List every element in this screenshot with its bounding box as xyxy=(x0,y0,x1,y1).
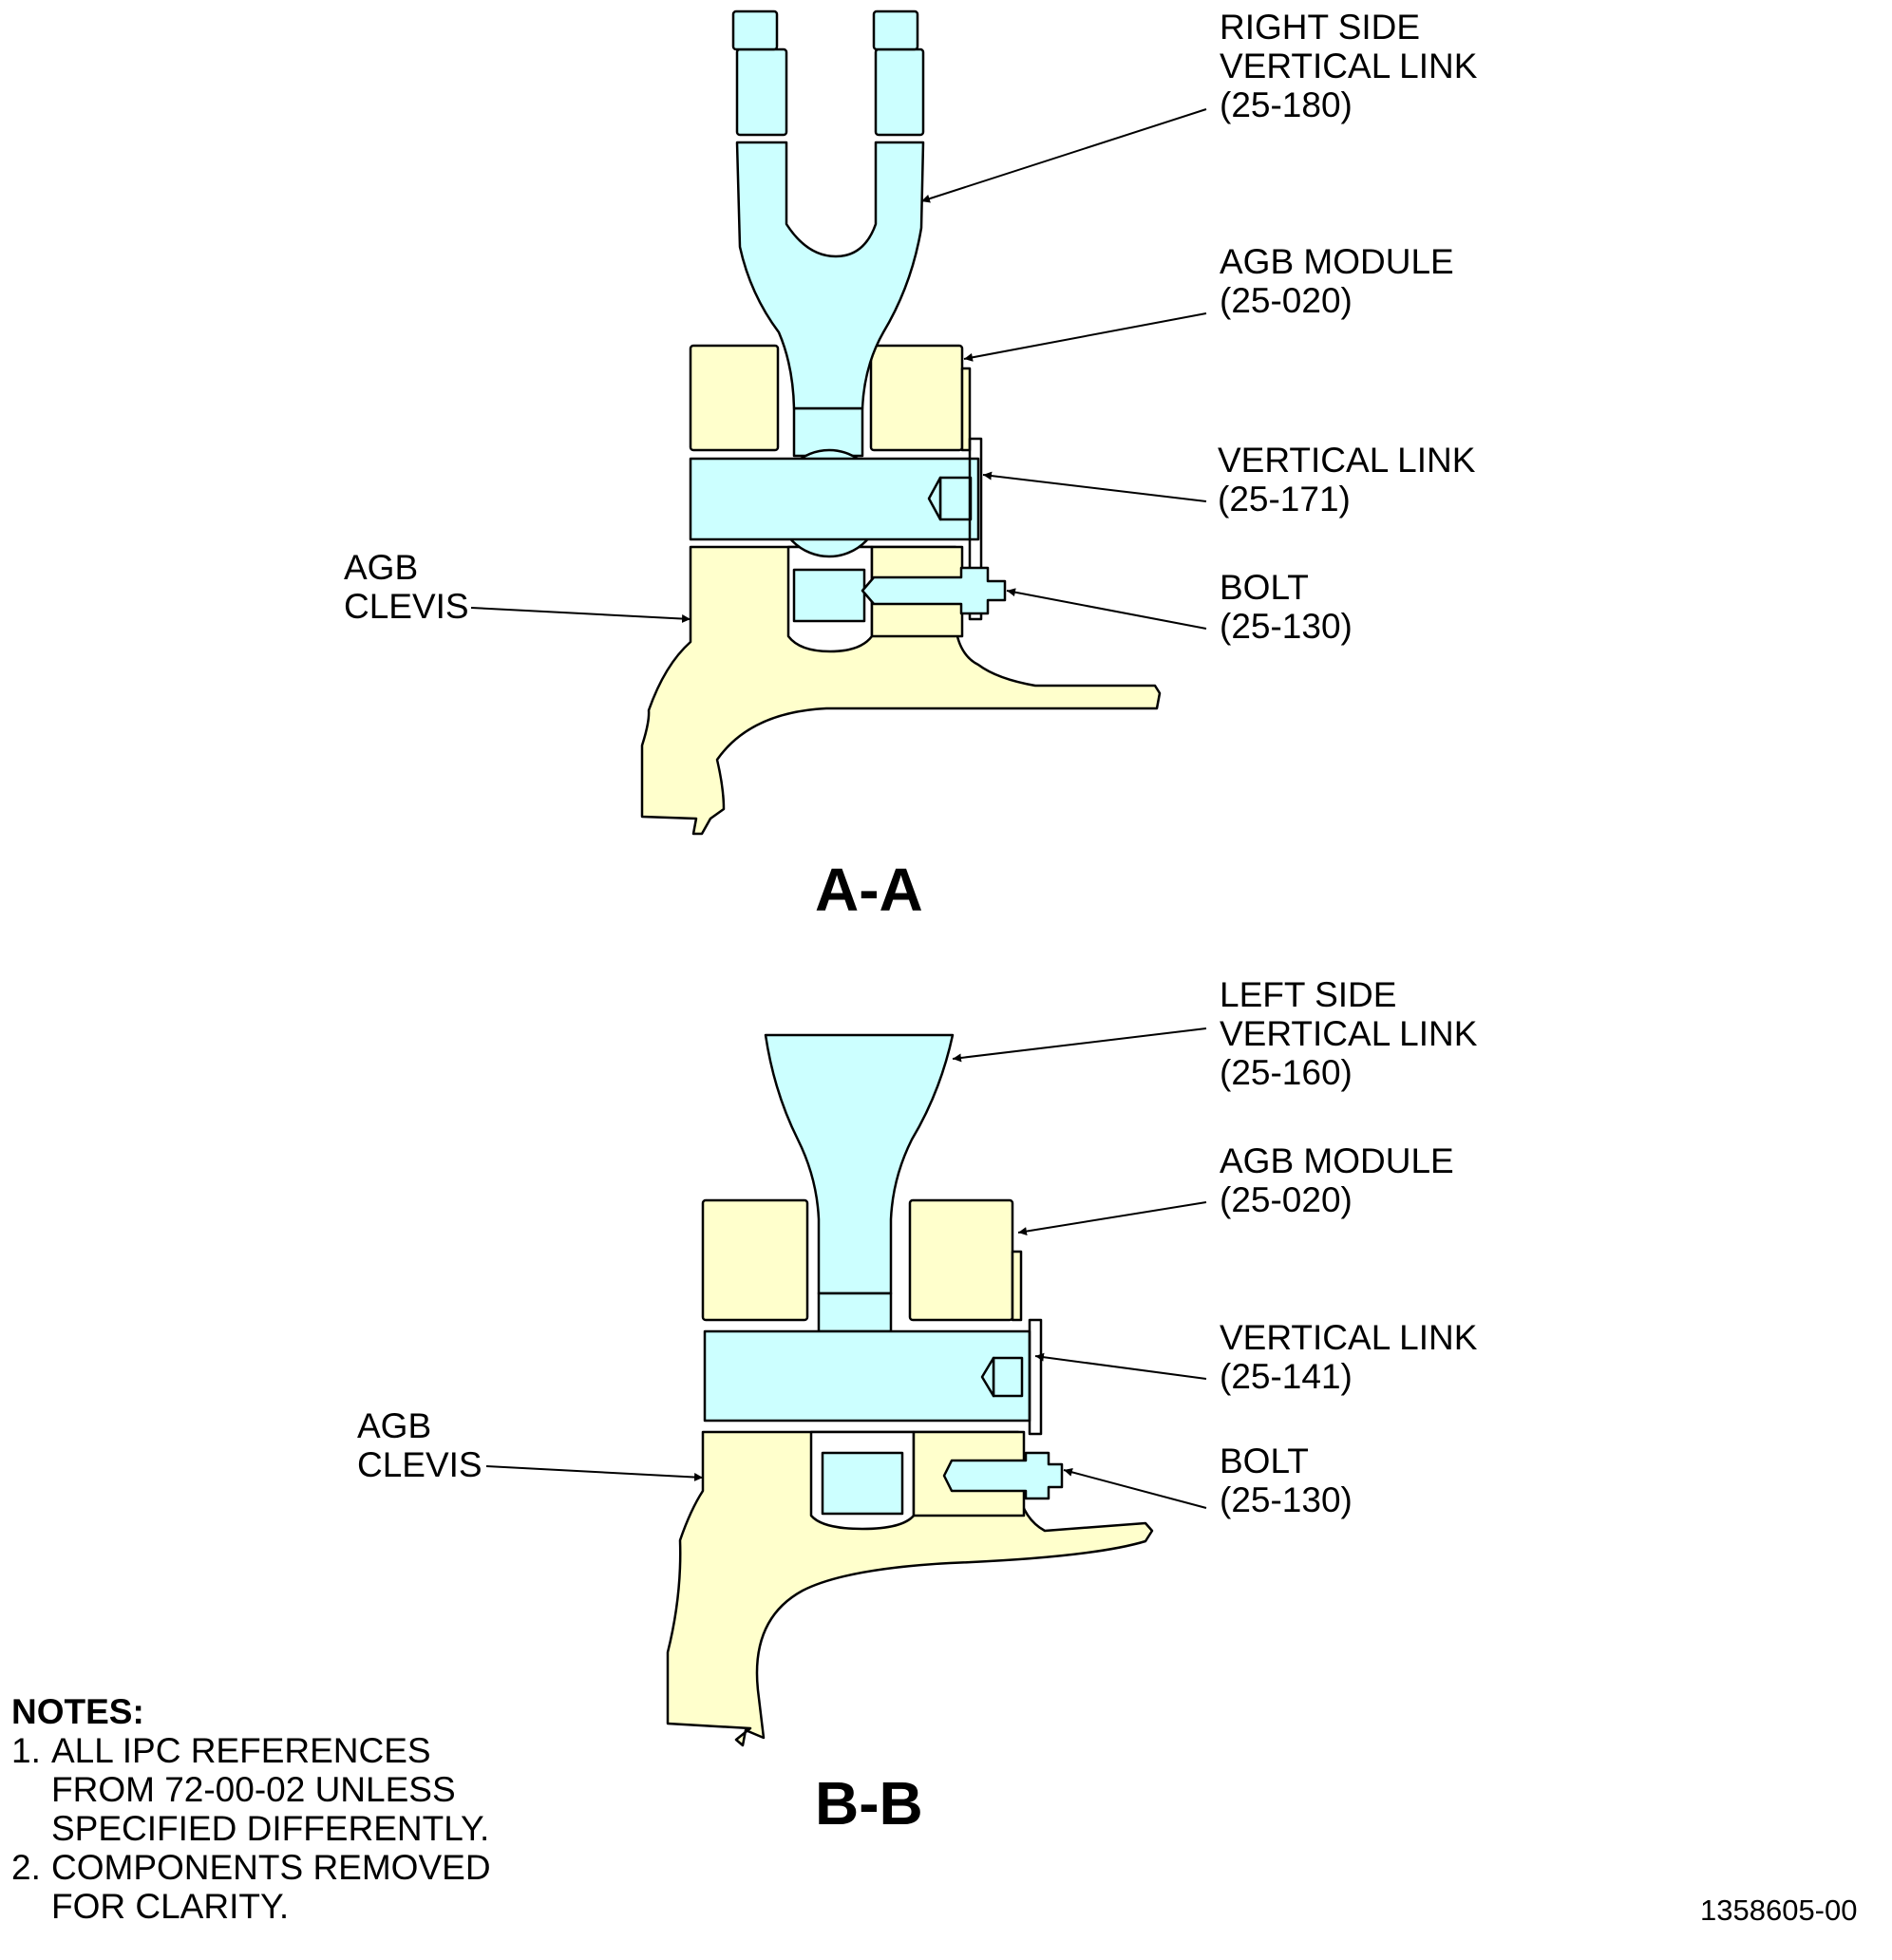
leader-agb-module-a xyxy=(963,312,1207,362)
leader-bolt-b xyxy=(1063,1467,1207,1509)
note-line: ALL IPC REFERENCES xyxy=(51,1731,431,1770)
callout-line: BOLT xyxy=(1220,1442,1309,1480)
notes-title: NOTES: xyxy=(11,1692,144,1731)
callout-line: (25-160) xyxy=(1220,1053,1353,1092)
fork-tine-left-top-a xyxy=(731,9,779,51)
leader-vertical-link-b xyxy=(1034,1352,1207,1380)
note-item-2: 2. COMPONENTS REMOVED FOR CLARITY. xyxy=(11,1848,491,1926)
callout-line: BOLT xyxy=(1220,568,1309,607)
right-side-vertical-link-fork-a xyxy=(735,141,925,410)
callout-line: (25-180) xyxy=(1220,85,1353,124)
callout-line: (25-141) xyxy=(1220,1357,1353,1396)
leader-right-side-link-a xyxy=(920,108,1207,203)
callout-bolt-b: BOLT (25-130) xyxy=(1220,1442,1353,1519)
note-text: ALL IPC REFERENCES FROM 72-00-02 UNLESS … xyxy=(51,1731,489,1848)
link-lower-stem-a xyxy=(792,568,866,623)
callout-line: (25-171) xyxy=(1218,480,1351,518)
callout-left-side-vertical-link-b: LEFT SIDE VERTICAL LINK (25-160) xyxy=(1220,975,1477,1092)
note-number: 1. xyxy=(11,1731,41,1770)
leader-left-side-link-b xyxy=(952,1027,1207,1063)
callout-agb-clevis-a: AGB CLEVIS xyxy=(344,548,469,626)
note-number: 2. xyxy=(11,1848,41,1887)
callout-line: AGB MODULE xyxy=(1220,1141,1454,1180)
callout-right-side-vertical-link-a: RIGHT SIDE VERTICAL LINK (25-180) xyxy=(1220,8,1477,124)
callout-line: AGB xyxy=(344,548,419,587)
callout-line: LEFT SIDE xyxy=(1220,975,1397,1014)
note-line: COMPONENTS REMOVED xyxy=(51,1848,491,1887)
agb-module-block-left-b xyxy=(701,1198,809,1322)
callout-line: CLEVIS xyxy=(357,1445,482,1484)
fork-tine-left-a xyxy=(735,47,788,137)
fork-tine-right-a xyxy=(874,47,925,137)
callout-line: (25-020) xyxy=(1220,281,1353,320)
section-title-b: B-B xyxy=(815,1769,923,1838)
callout-line: VERTICAL LINK xyxy=(1220,1318,1478,1357)
callout-vertical-link-a: VERTICAL LINK (25-171) xyxy=(1218,441,1475,518)
bolt-b xyxy=(942,1451,1064,1500)
callout-line: (25-020) xyxy=(1220,1180,1353,1219)
agb-module-block-right-a xyxy=(869,344,964,452)
note-item-1: 1. ALL IPC REFERENCES FROM 72-00-02 UNLE… xyxy=(11,1731,491,1848)
callout-line: VERTICAL LINK xyxy=(1220,1014,1478,1053)
callout-line: RIGHT SIDE xyxy=(1220,8,1421,47)
vertical-link-bolt-nut-b xyxy=(992,1356,1024,1398)
leader-vertical-link-a xyxy=(982,471,1207,502)
agb-clevis-b xyxy=(666,1430,1154,1747)
figure-id: 1358605-00 xyxy=(1700,1894,1858,1927)
vertical-link-bolt-tip-b xyxy=(980,1356,995,1398)
note-line: FOR CLARITY. xyxy=(51,1887,290,1926)
note-line: FROM 72-00-02 UNLESS xyxy=(51,1770,456,1809)
callout-agb-clevis-b: AGB CLEVIS xyxy=(357,1406,482,1484)
callout-line: (25-130) xyxy=(1220,1480,1353,1519)
section-title-a: A-A xyxy=(815,856,923,924)
callout-line: VERTICAL LINK xyxy=(1220,47,1478,85)
callout-line: AGB MODULE xyxy=(1220,242,1454,281)
callout-line: AGB xyxy=(357,1406,432,1445)
vertical-link-bolt-nut-a xyxy=(938,476,973,521)
leader-agb-clevis-b xyxy=(485,1465,704,1482)
bolt-a xyxy=(861,566,1007,615)
link-lower-stem-b xyxy=(821,1451,904,1516)
link-neck-b xyxy=(817,1291,893,1333)
link-stem-a xyxy=(792,406,864,458)
leader-bolt-a xyxy=(1006,588,1207,630)
callout-agb-module-b: AGB MODULE (25-020) xyxy=(1220,1141,1454,1219)
note-text: COMPONENTS REMOVED FOR CLARITY. xyxy=(51,1848,491,1926)
callout-line: VERTICAL LINK xyxy=(1218,441,1476,480)
callout-agb-module-a: AGB MODULE (25-020) xyxy=(1220,242,1454,320)
callout-bolt-a: BOLT (25-130) xyxy=(1220,568,1353,646)
flange-plate-b xyxy=(1028,1318,1043,1436)
agb-module-plate-b xyxy=(1011,1250,1023,1322)
callout-line: CLEVIS xyxy=(344,587,469,626)
leader-agb-clevis-a xyxy=(470,607,691,624)
leader-lines xyxy=(470,108,1207,1509)
vertical-link-bolt-b xyxy=(703,1329,1031,1423)
vertical-link-bolt-a xyxy=(689,457,980,541)
vertical-link-bolt-tip-a xyxy=(927,476,942,521)
fork-tine-right-top-a xyxy=(872,9,919,51)
flange-plate-a xyxy=(968,437,983,621)
callout-line: (25-130) xyxy=(1220,607,1353,646)
callout-vertical-link-b: VERTICAL LINK (25-141) xyxy=(1220,1318,1477,1396)
agb-module-block-right-b xyxy=(908,1198,1014,1322)
agb-module-block-left-a xyxy=(689,344,780,452)
notes-block: NOTES: 1. ALL IPC REFERENCES FROM 72-00-… xyxy=(11,1692,491,1926)
agb-clevis-a xyxy=(640,545,1162,836)
leader-agb-module-b xyxy=(1017,1201,1207,1236)
section-a-drawing xyxy=(640,9,1162,836)
agb-module-plate-a xyxy=(960,367,972,452)
note-line: SPECIFIED DIFFERENTLY. xyxy=(51,1809,490,1848)
section-b-drawing xyxy=(666,1033,1154,1747)
